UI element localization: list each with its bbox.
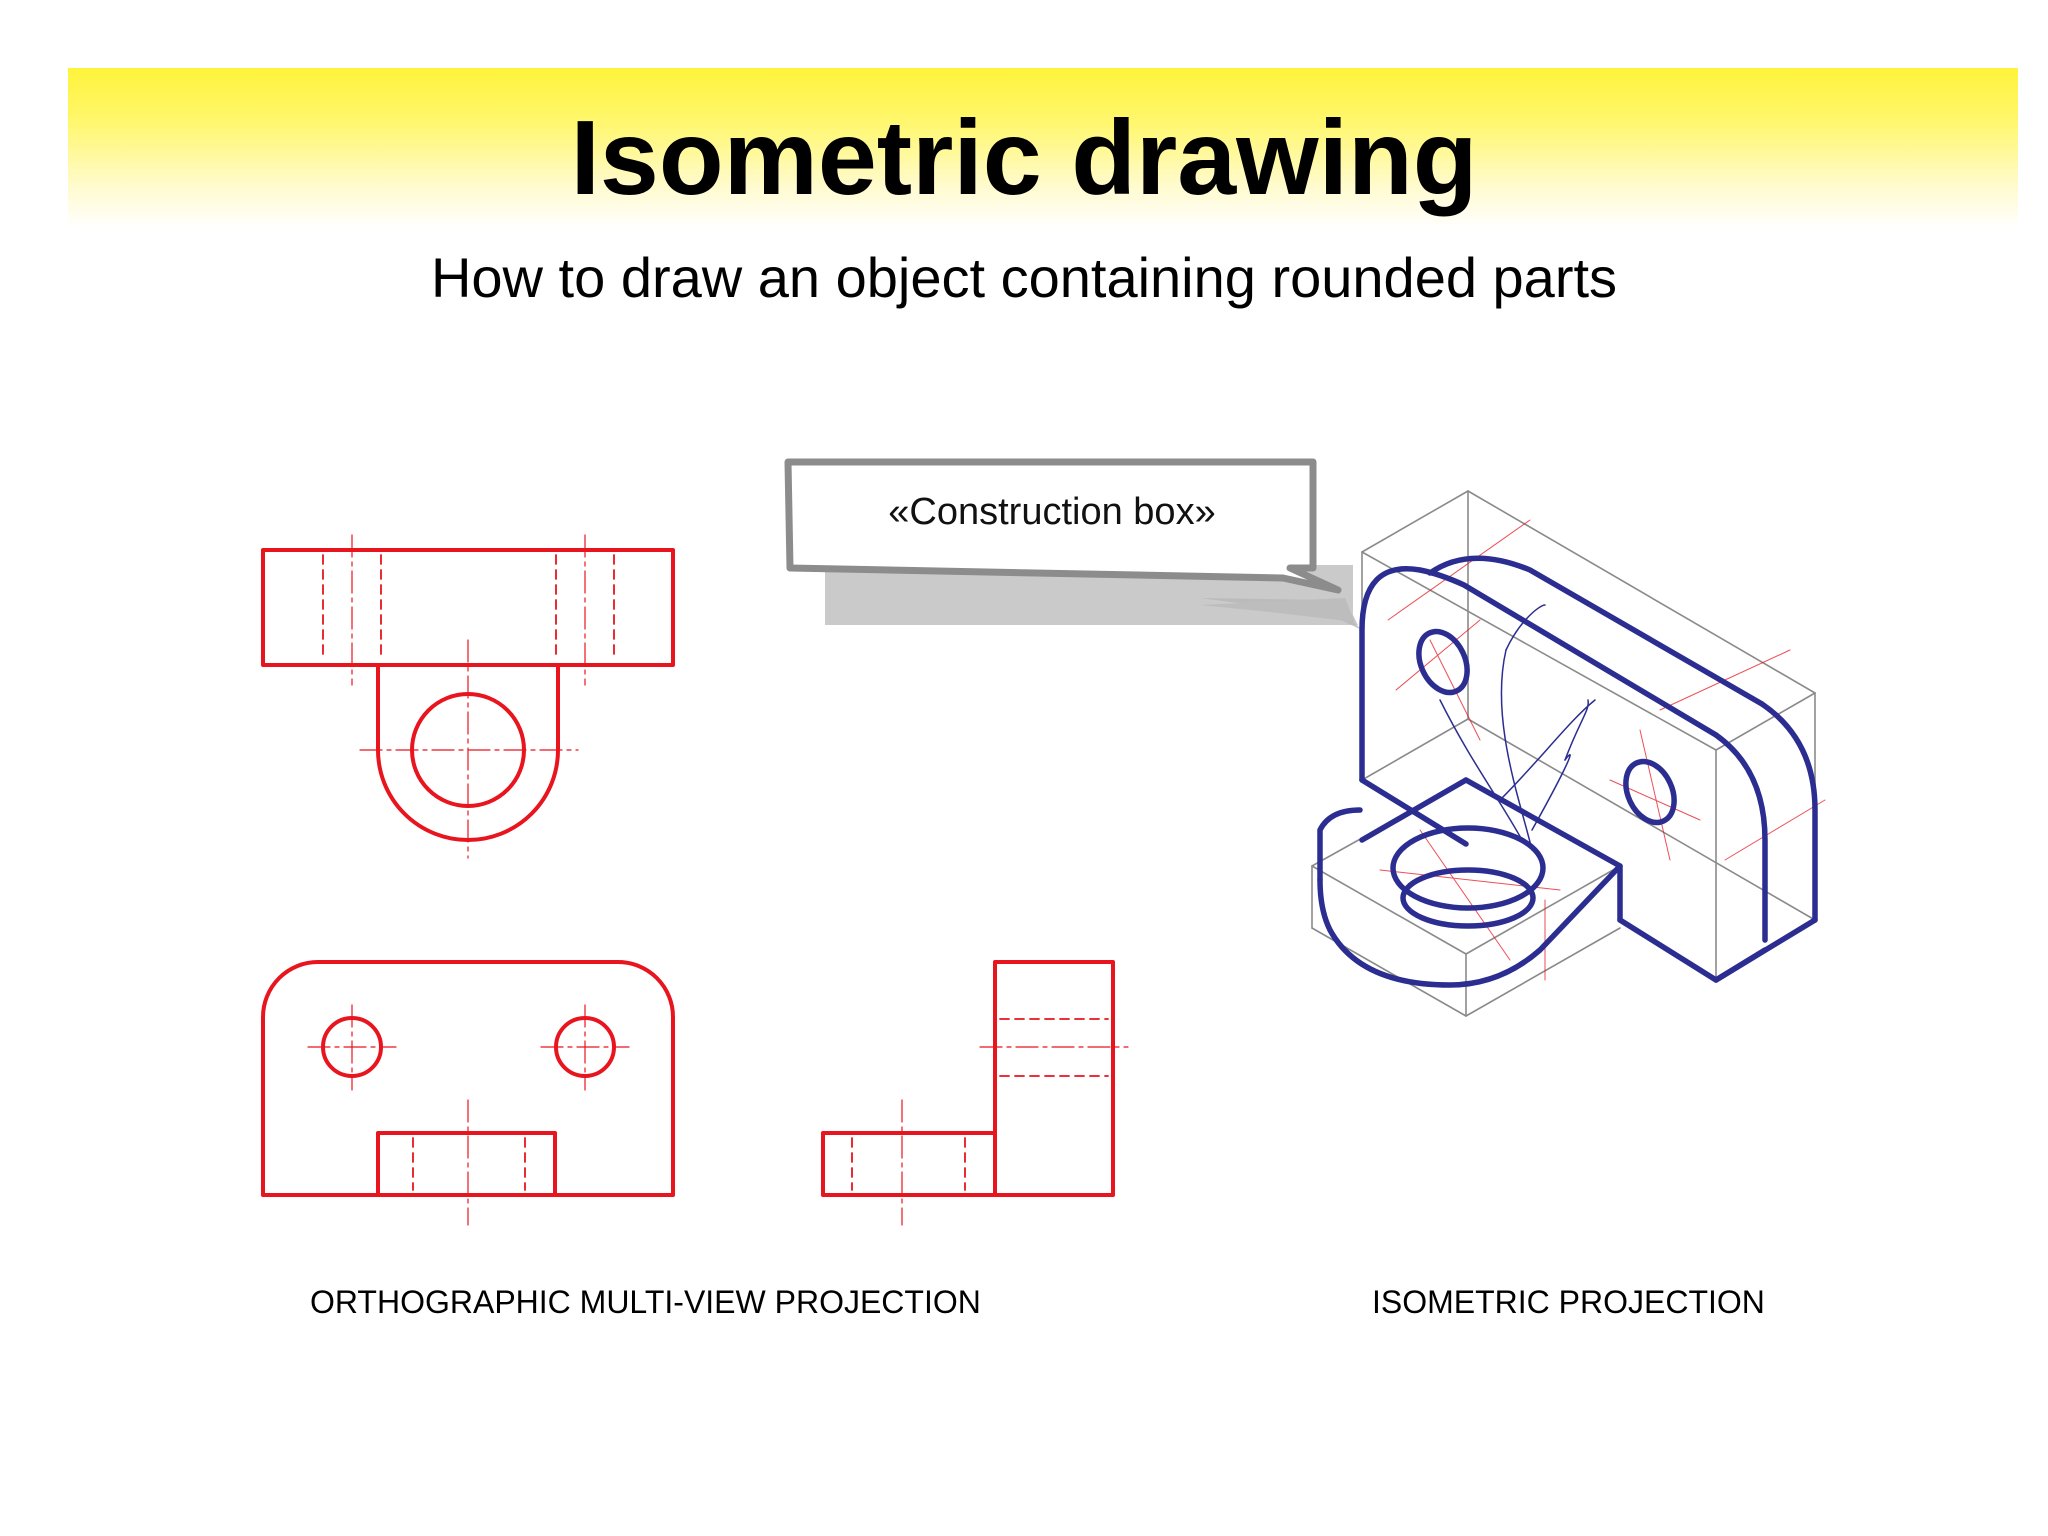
slide-subtitle: How to draw an object containing rounded… (430, 246, 1618, 309)
speech-callout (784, 458, 1362, 630)
orthographic-views-drawing (261, 534, 1129, 1226)
sketch-strokes (1439, 604, 1596, 851)
front-view (261, 960, 675, 1226)
callout-label: «Construction box» (888, 491, 1216, 533)
title-band (68, 68, 2018, 228)
top-view (261, 534, 675, 859)
isometric-caption: ISOMETRIC PROJECTION (1372, 1284, 1765, 1320)
side-view (821, 960, 1129, 1226)
object-outline (1317, 555, 1818, 988)
isometric-centerlines (1379, 519, 1826, 981)
slide-title: Isometric drawing (570, 99, 1478, 217)
orthographic-caption: ORTHOGRAPHIC MULTI-VIEW PROJECTION (310, 1284, 981, 1320)
isometric-object-drawing (1311, 490, 1826, 1017)
